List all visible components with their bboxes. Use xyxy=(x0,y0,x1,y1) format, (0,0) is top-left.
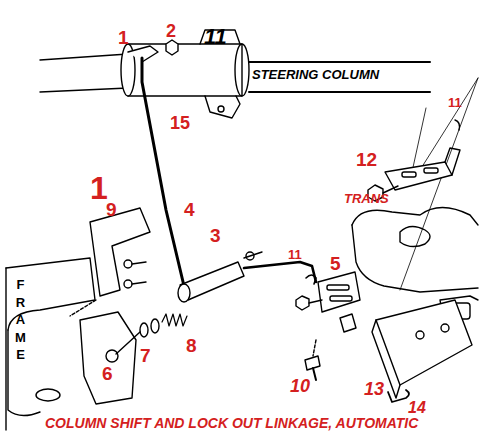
callout-number: 9 xyxy=(106,200,117,219)
frame-bracket xyxy=(70,208,150,316)
callout-number: 13 xyxy=(364,380,384,398)
callout-number: 1 xyxy=(118,28,129,47)
callout-number: 15 xyxy=(170,114,190,132)
callout-number: 4 xyxy=(184,200,195,219)
pivot-bracket xyxy=(80,312,187,404)
shift-rod xyxy=(128,40,184,286)
steering-column xyxy=(40,30,430,118)
callout-number: 8 xyxy=(186,336,197,355)
callout-number: 5 xyxy=(330,254,341,273)
callout-number: 14 xyxy=(408,400,426,416)
lever-bracket xyxy=(296,272,360,380)
part-label: FRAME xyxy=(14,276,27,364)
part-label: TRANS xyxy=(344,192,389,205)
caption: COLUMN SHIFT AND LOCK OUT LINKAGE, AUTOM… xyxy=(45,416,418,430)
upper-bracket xyxy=(368,120,460,201)
retaining-clip xyxy=(388,390,409,402)
callout-number: 12 xyxy=(356,150,377,169)
callout-number: 11 xyxy=(448,96,462,109)
callout-number: 6 xyxy=(102,364,113,383)
callout-number: 3 xyxy=(210,226,221,245)
part-label: STEERING COLUMN xyxy=(252,68,379,81)
callout-number: 11 xyxy=(204,26,227,48)
callout-number: 11 xyxy=(288,248,302,261)
callout-number: 2 xyxy=(166,22,176,40)
callout-number: 1 xyxy=(90,172,108,204)
lower-bracket xyxy=(372,300,472,402)
callout-number: 7 xyxy=(140,346,151,365)
callout-number: 10 xyxy=(290,377,310,395)
